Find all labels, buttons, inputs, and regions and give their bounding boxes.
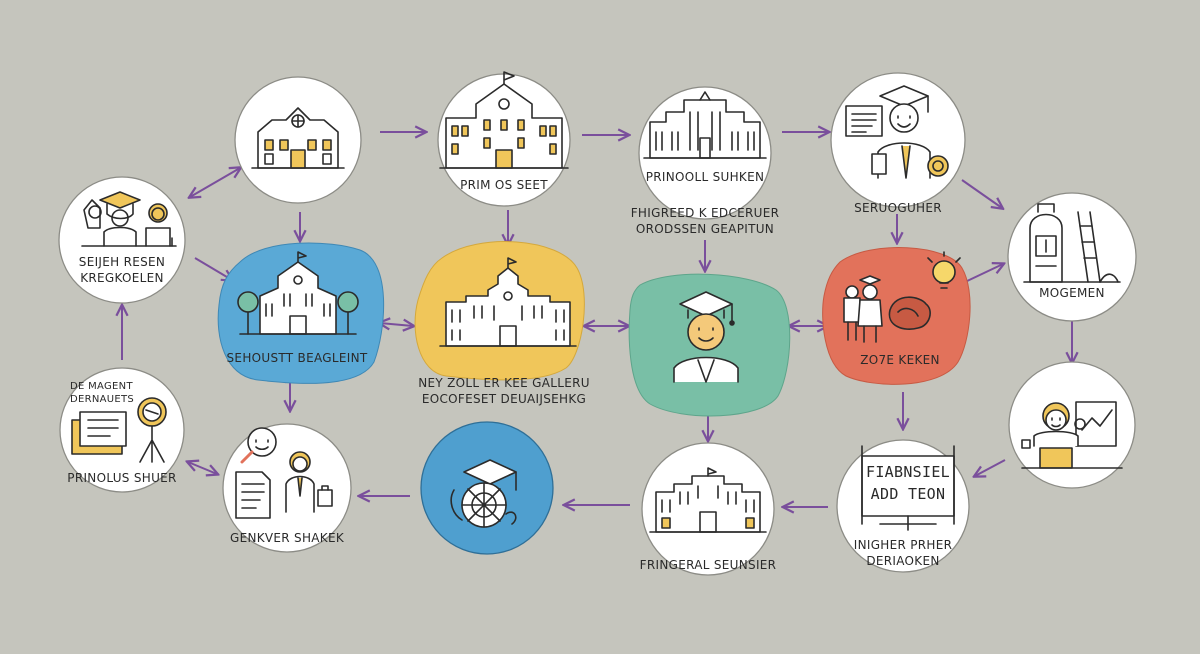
graduate-with-diploma-icon bbox=[845, 85, 949, 179]
school-with-trees-icon bbox=[237, 251, 359, 335]
large-campus-icon bbox=[439, 257, 577, 347]
college-building-icon bbox=[643, 91, 767, 159]
label-n4: PRINOOLL SUHKEN bbox=[645, 170, 765, 184]
label-n11-sign1: FIABNSIEL bbox=[866, 463, 950, 481]
arrow-n5-n6 bbox=[961, 179, 1002, 208]
connectors bbox=[122, 132, 1072, 507]
label-n4b-line1: FHIGREED K EDCERUER bbox=[630, 206, 780, 220]
arrow-n7-n8 bbox=[188, 462, 217, 474]
label-n1-line1: SEIJEH RESEN bbox=[78, 255, 166, 269]
label-n7-line1: DE MAGENT bbox=[70, 381, 133, 392]
label-b1: SEHOUSTT BEAGLEINT bbox=[226, 351, 368, 365]
circle-n6 bbox=[1007, 192, 1137, 322]
arrow-n1-n2 bbox=[190, 168, 240, 197]
label-b4: ZO7E KEKEN bbox=[860, 353, 940, 367]
graduation-cap-gear-icon bbox=[450, 459, 517, 528]
label-n3: PRIM OS SEET bbox=[460, 178, 548, 192]
backpack-and-ladder-icon bbox=[1023, 203, 1121, 283]
school-building-icon bbox=[251, 107, 345, 169]
label-n10: FRINGERAL SEUNSIER bbox=[639, 558, 777, 572]
person-at-desk-icon bbox=[1021, 401, 1123, 469]
label-n4b-line2: ORODSSEN GEAPITUN bbox=[635, 222, 775, 236]
arrow-b4-n6 bbox=[964, 264, 1003, 283]
label-n11-line1: INIGHER PRHER bbox=[853, 538, 953, 552]
arrow-n12-n11 bbox=[975, 459, 1006, 476]
label-n1-line2: KREGKOELEN bbox=[80, 271, 164, 285]
search-document-person-icon bbox=[235, 427, 333, 519]
parents-and-idea-icon bbox=[843, 251, 961, 343]
graduate-student-icon bbox=[673, 291, 739, 383]
label-n5: SERUOGUHER bbox=[854, 201, 942, 215]
label-n7-line2: DERNAUETS bbox=[70, 394, 135, 405]
label-n11-line2: DERIAOKEN bbox=[866, 554, 940, 568]
graduates-icon bbox=[81, 191, 177, 247]
arrow-n1-b1 bbox=[194, 257, 232, 280]
university-building-icon bbox=[439, 71, 569, 169]
label-n8: GENKVER SHAKEK bbox=[229, 531, 345, 545]
documents-and-easel-icon bbox=[71, 397, 167, 463]
label-n7-line3: PRINOLUS SHUER bbox=[67, 471, 177, 485]
academy-building-icon bbox=[649, 467, 767, 533]
arrow-b1-b2 bbox=[380, 323, 413, 326]
label-b2-line2: EOCOFESET DEUAIJSEHKG bbox=[421, 392, 587, 406]
financial-sign-icon bbox=[861, 445, 955, 531]
label-n11-sign2: ADD TEON bbox=[870, 485, 946, 503]
label-b2-line1: NEY ZOLL ER KEE GALLERU bbox=[418, 376, 590, 390]
label-n6: MOGEMEN bbox=[1039, 286, 1105, 300]
